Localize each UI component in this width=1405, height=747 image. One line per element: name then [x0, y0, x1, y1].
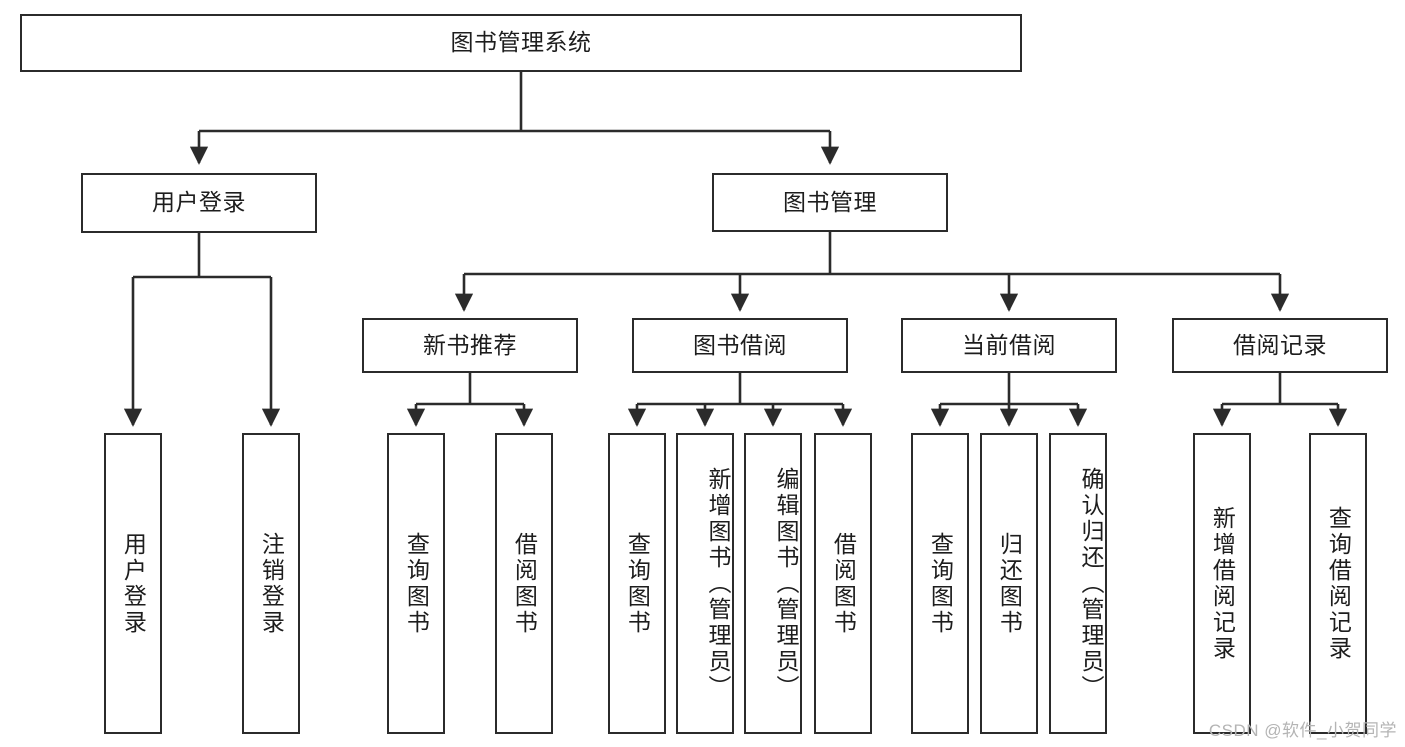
leaf-add-borrow-record[interactable]: 新增借阅记录	[1193, 433, 1251, 734]
node-book-management[interactable]: 图书管理	[712, 173, 948, 232]
node-label: 新增借阅记录	[1209, 505, 1236, 662]
node-label: 图书借阅	[693, 331, 787, 358]
node-label: 用户登录	[120, 531, 147, 636]
node-label: 借阅记录	[1233, 331, 1327, 358]
leaf-query-book-current[interactable]: 查询图书	[911, 433, 969, 734]
leaf-edit-book[interactable]: 编辑图书（管理员）	[744, 433, 802, 734]
node-book-management-system[interactable]: 图书管理系统	[20, 14, 1022, 72]
leaf-borrow-book-borrow[interactable]: 借阅图书	[814, 433, 872, 734]
node-label: 查询借阅记录	[1325, 505, 1352, 662]
node-label: 图书管理	[783, 188, 877, 215]
node-label: 图书管理系统	[450, 29, 592, 56]
node-label: 归还图书	[996, 531, 1023, 636]
node-label: 新增图书（管理员）	[705, 466, 731, 701]
leaf-query-book-borrow[interactable]: 查询图书	[608, 433, 666, 734]
node-label: 借阅图书	[511, 531, 538, 636]
leaf-user-login[interactable]: 用户登录	[104, 433, 162, 734]
leaf-logout-login[interactable]: 注销登录	[242, 433, 300, 734]
watermark: CSDN @软件_小贺同学	[1208, 721, 1397, 740]
node-label: 确认归还（管理员）	[1078, 466, 1104, 701]
node-label: 查询图书	[403, 531, 430, 636]
node-new-book-recommend[interactable]: 新书推荐	[362, 318, 578, 373]
node-label: 当前借阅	[962, 331, 1056, 358]
leaf-query-borrow-record[interactable]: 查询借阅记录	[1309, 433, 1367, 734]
node-label: 新书推荐	[423, 331, 517, 358]
node-user-login[interactable]: 用户登录	[81, 173, 317, 233]
node-label: 借阅图书	[830, 531, 857, 636]
node-book-borrow[interactable]: 图书借阅	[632, 318, 848, 373]
node-label: 查询图书	[624, 531, 651, 636]
leaf-confirm-return[interactable]: 确认归还（管理员）	[1049, 433, 1107, 734]
node-label: 注销登录	[258, 531, 285, 636]
node-label: 用户登录	[152, 189, 246, 216]
node-current-borrow[interactable]: 当前借阅	[901, 318, 1117, 373]
leaf-query-book-new-recommend[interactable]: 查询图书	[387, 433, 445, 734]
node-label: 查询图书	[927, 531, 954, 636]
node-borrow-record[interactable]: 借阅记录	[1172, 318, 1388, 373]
leaf-add-book[interactable]: 新增图书（管理员）	[676, 433, 734, 734]
leaf-return-book[interactable]: 归还图书	[980, 433, 1038, 734]
node-label: 编辑图书（管理员）	[773, 466, 799, 701]
leaf-borrow-book-new-recommend[interactable]: 借阅图书	[495, 433, 553, 734]
